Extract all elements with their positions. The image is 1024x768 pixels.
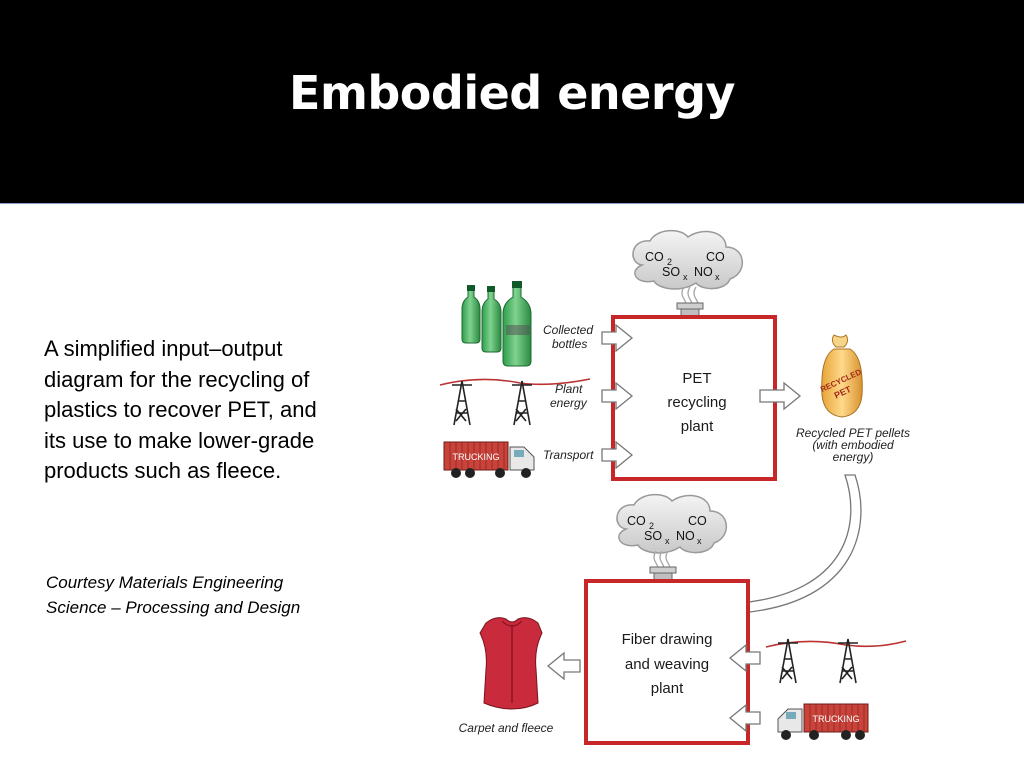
recycling-diagram: CO 2 CO SO x NO x PET recycling plant Co… <box>439 229 910 745</box>
pellet-bag-icon: RECYCLED PET <box>819 334 863 418</box>
input-arrows-2 <box>728 643 761 733</box>
truck-text-1: TRUCKING <box>453 452 500 462</box>
nox-sub-1: x <box>715 272 720 282</box>
power-line-icon-2 <box>765 638 907 684</box>
pellets-label-1: Recycled PET pellets <box>796 426 910 440</box>
sox-sub-1: x <box>683 272 688 282</box>
truck-icon-1: TRUCKING <box>443 441 535 478</box>
sox-label-1: SO <box>662 265 680 279</box>
transport-label: Transport <box>543 448 594 462</box>
plant2-line1: Fiber drawing <box>622 631 713 648</box>
title-bar: Embodied energy <box>0 0 1024 203</box>
emissions-cloud-2: CO 2 CO SO x NO x <box>616 493 728 584</box>
co-label-2: CO <box>688 514 707 528</box>
co2-sub-2: 2 <box>649 521 654 531</box>
emissions-cloud-1: CO 2 CO SO x NO x <box>632 229 744 332</box>
pellets-label-3: energy) <box>833 450 874 464</box>
fiber-weaving-plant: Fiber drawing and weaving plant <box>584 579 750 745</box>
co2-label-1: CO <box>645 250 664 264</box>
credit-text: Courtesy Materials Engineering Science –… <box>46 573 301 617</box>
truck-text-2: TRUCKING <box>813 714 860 724</box>
co2-label-2: CO <box>627 514 646 528</box>
co2-sub-1: 2 <box>667 257 672 267</box>
truck-icon-2: TRUCKING <box>777 703 869 740</box>
plant1-line1: PET <box>682 370 711 387</box>
output-arrow-2 <box>546 651 581 681</box>
plant1-line3: plant <box>681 418 714 435</box>
pellets-label-2: (with embodied <box>812 438 894 452</box>
output-arrow-1 <box>759 381 802 411</box>
fleece-vest-icon <box>479 617 543 710</box>
plant2-line3: plant <box>651 680 684 697</box>
plant1-line2: recycling <box>667 394 726 411</box>
nox-label-1: NO <box>694 265 713 279</box>
slide-title: Embodied energy <box>289 66 735 120</box>
sox-sub-2: x <box>665 536 670 546</box>
bottles-icon <box>461 281 532 367</box>
sox-label-2: SO <box>644 529 662 543</box>
input-arrows-1 <box>601 323 634 470</box>
plant-energy-label-2: energy <box>550 396 588 410</box>
nox-label-2: NO <box>676 529 695 543</box>
collected-bottles-label-1: Collected <box>543 323 593 337</box>
carpet-fleece-label: Carpet and fleece <box>459 721 554 735</box>
plant2-line2: and weaving <box>625 656 709 673</box>
plant-energy-label-1: Plant <box>555 382 583 396</box>
collected-bottles-label-2: bottles <box>552 337 587 351</box>
power-line-icon-1 <box>439 378 591 426</box>
description-text: A simplified input–output diagram for th… <box>44 336 317 483</box>
co-label-1: CO <box>706 250 725 264</box>
nox-sub-2: x <box>697 536 702 546</box>
pet-recycling-plant: PET recycling plant <box>611 315 777 481</box>
